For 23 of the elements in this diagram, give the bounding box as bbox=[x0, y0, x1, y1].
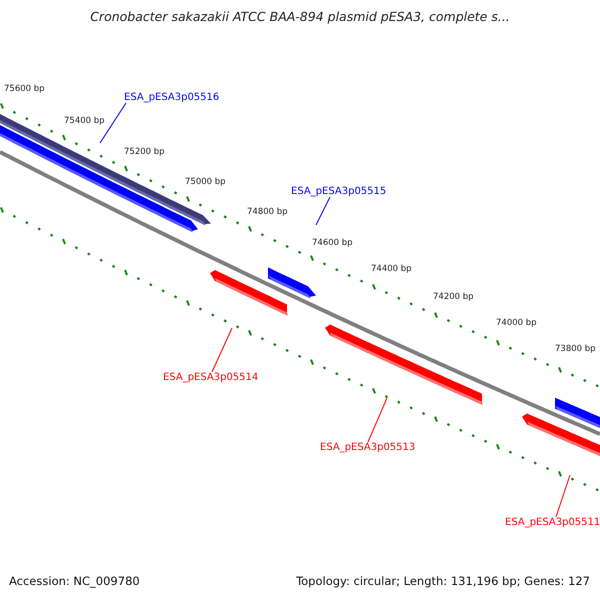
leader-line bbox=[368, 398, 388, 442]
leader-line bbox=[212, 328, 232, 372]
position-label: 75600 bp bbox=[4, 84, 45, 94]
position-label: 75400 bp bbox=[64, 116, 105, 126]
position-label: 74200 bp bbox=[433, 292, 474, 302]
gene-label: ESA_pESA3p05514 bbox=[163, 372, 258, 383]
diagram-title: Cronobacter sakazakii ATCC BAA-894 plasmid pESA3, complete s... bbox=[89, 9, 511, 24]
accession-text: Accession: NC_009780 bbox=[9, 574, 140, 588]
leader-line bbox=[100, 102, 126, 144]
gene-label: ESA_pESA3p05515 bbox=[291, 186, 386, 197]
position-label: 75200 bp bbox=[124, 147, 165, 157]
position-label: 75000 bp bbox=[185, 177, 226, 187]
gene-label: ESA_pESA3p05513 bbox=[320, 442, 416, 453]
position-label: 74400 bp bbox=[371, 264, 412, 274]
summary-text: Topology: circular; Length: 131,196 bp; Genes: 127 bbox=[296, 574, 590, 588]
position-label: 74000 bp bbox=[496, 318, 537, 328]
leader-line bbox=[316, 196, 330, 226]
position-label: 74600 bp bbox=[312, 238, 353, 248]
position-label: 73800 bp bbox=[555, 344, 596, 354]
gene-label: ESA_pESA3p05516 bbox=[124, 92, 220, 103]
leader-line bbox=[556, 474, 570, 518]
position-label: 74800 bp bbox=[247, 207, 288, 217]
gene-label: ESA_pESA3p05511 bbox=[505, 517, 600, 528]
